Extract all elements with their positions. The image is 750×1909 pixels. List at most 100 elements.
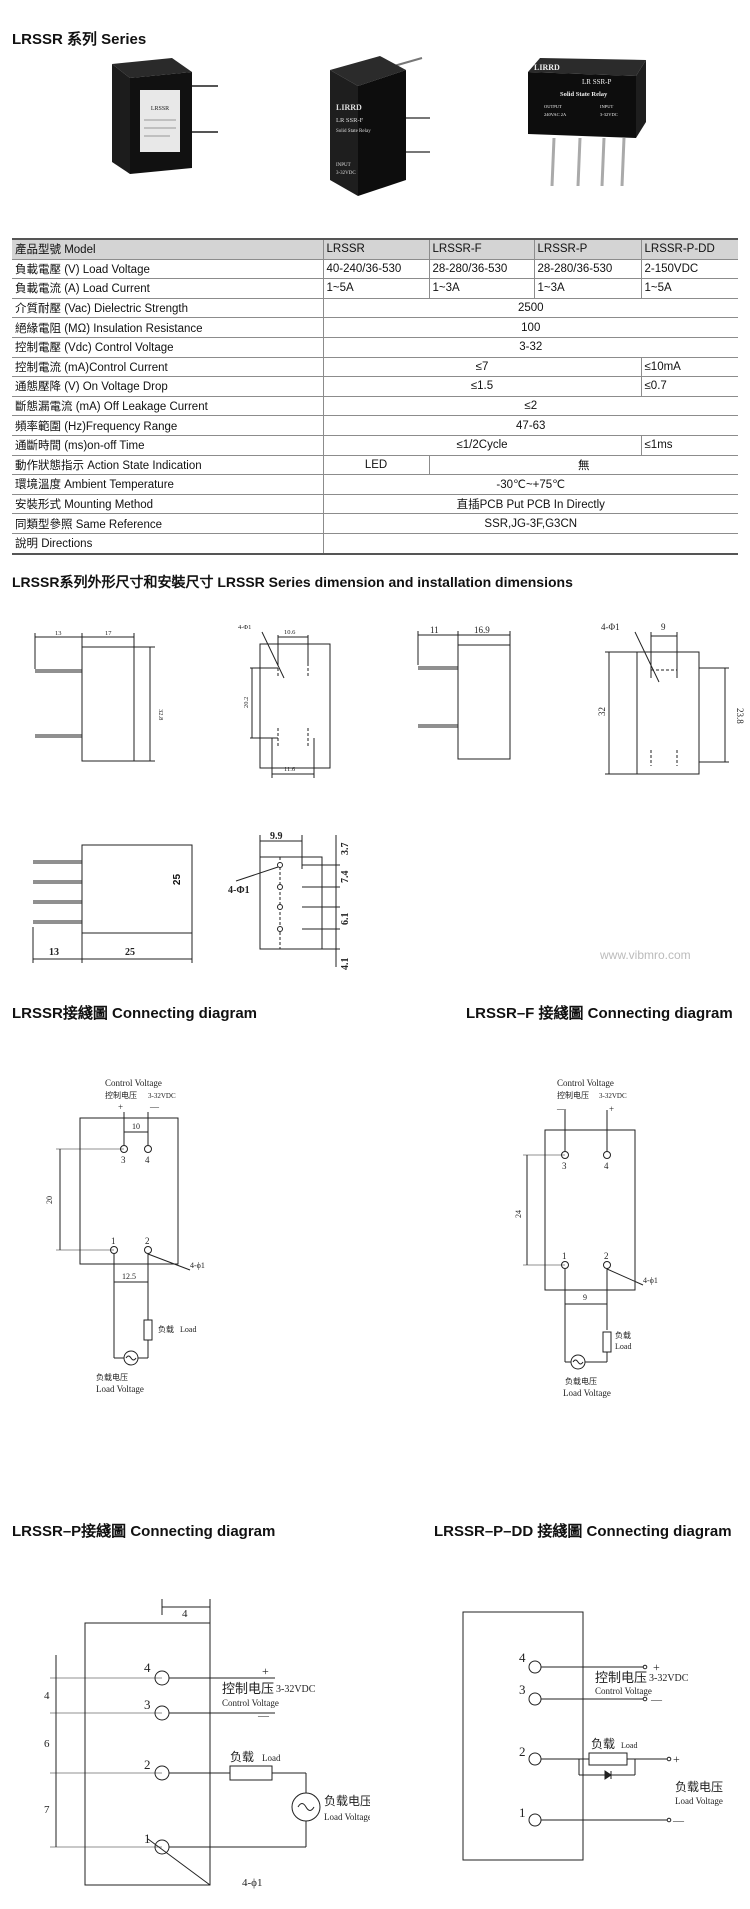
plus-sign: +: [673, 1752, 680, 1766]
header-cell: 產品型號 Model: [12, 237, 323, 260]
pin-number: 2: [604, 1251, 609, 1261]
load-voltage-label: Load Voltage: [675, 1796, 723, 1806]
dim-label: 10.6: [284, 629, 296, 636]
load-voltage-cn: 负载电压: [324, 1794, 370, 1808]
pin-number: 3: [144, 1697, 151, 1712]
dim-drawing-lrssr-f-side: 11 16.9: [417, 625, 511, 760]
dim-label: 16.9: [474, 625, 490, 635]
row-label: 通斷時間 (ms)on-off Time: [12, 435, 323, 456]
table-row: 動作狀態指示 Action State Indication LED 無: [12, 455, 738, 476]
control-voltage-cn: 控制电压: [557, 1090, 589, 1100]
hole-label: 4-ϕ1: [643, 1276, 658, 1285]
dim-label: 32: [597, 707, 607, 716]
dim-label: 23.8: [735, 708, 745, 724]
table-cell: 40-240/36-530: [322, 259, 429, 280]
load-label: Load: [621, 1741, 637, 1750]
pin-number: 4: [604, 1161, 609, 1171]
table-row: 說明 Directions: [12, 533, 738, 555]
table-cell: ≤1ms: [640, 435, 738, 456]
control-voltage-value: 3-32VDC: [148, 1092, 176, 1100]
minus-sign: —: [149, 1102, 160, 1112]
table-row: 斷態漏電流 (mA) Off Leakage Current ≤2: [12, 396, 738, 417]
pin-number: 4: [144, 1660, 151, 1675]
pin-number: 1: [562, 1251, 567, 1261]
row-label: 負載電壓 (V) Load Voltage: [12, 259, 323, 280]
pin-number: 2: [145, 1236, 150, 1246]
control-voltage-cn: 控制电压: [595, 1670, 647, 1685]
pin-number: 4: [519, 1650, 526, 1665]
row-label: 斷態漏電流 (mA) Off Leakage Current: [12, 396, 323, 417]
pin-number: 2: [144, 1757, 151, 1772]
hole-label: 4-ϕ1: [190, 1261, 205, 1270]
table-row: 控制電壓 (Vdc) Control Voltage 3-32: [12, 337, 738, 358]
control-voltage-label: Control Voltage: [105, 1078, 162, 1088]
table-row: 負載電流 (A) Load Current 1~5A 1~3A 1~3A 1~5…: [12, 278, 738, 299]
control-voltage-cn: 控制电压: [222, 1681, 274, 1696]
table-cell: 100: [322, 317, 738, 338]
table-row: 安裝形式 Mounting Method 直插PCB Put PCB In Di…: [12, 494, 738, 515]
dim-label: 17: [105, 630, 112, 637]
dim-label: 20: [45, 1196, 54, 1204]
dim-drawing-lrssr-bottom: 4-Φ1 10.6 20.2 11.6: [238, 624, 331, 778]
photo-label: LRSSR: [151, 106, 169, 112]
load-voltage-label: Load Voltage: [324, 1812, 370, 1822]
table-row: 控制電流 (mA)Control Current ≤7 ≤10mA: [12, 357, 738, 378]
table-cell: 2-150VDC: [640, 259, 738, 280]
table-cell: 28-280/36-530: [533, 259, 641, 280]
dim-drawing-lrssr-p-bottom: 9.9 3.7 4-Φ1 7.4 6.1 4.1: [228, 831, 351, 971]
photo-model: LR SSR-P: [582, 78, 611, 86]
table-cell: 無: [428, 455, 738, 476]
plus-sign: +: [609, 1104, 614, 1114]
photo-output: OUTPUT: [544, 104, 562, 109]
row-label: 負載電流 (A) Load Current: [12, 278, 323, 299]
dim-drawing-lrssr-p-side: 13 25: [32, 844, 193, 963]
load-label: Load: [180, 1325, 196, 1334]
diagram-title-lrssr-f: LRSSR–F 接綫圖 Connecting diagram: [466, 1005, 733, 1022]
header-cell: LRSSR-F: [428, 237, 534, 260]
dim-label: 25: [125, 947, 135, 958]
table-cell: 1~5A: [640, 278, 738, 299]
table-cell: SSR,JG-3F,G3CN: [322, 513, 738, 534]
watermark: www.vibmro.com: [600, 948, 691, 962]
table-row: 頻率範圍 (Hz)Frequency Range 47-63: [12, 415, 738, 436]
plus-sign: +: [653, 1660, 660, 1674]
minus-sign: —: [672, 1815, 685, 1827]
table-cell: ≤10mA: [640, 357, 738, 378]
dimension-title: LRSSR系列外形尺寸和安裝尺寸 LRSSR Series dimension …: [12, 574, 573, 590]
diagram-lrssr-f: Control Voltage 控制电压 3-32VDC — + 3 4 1 2…: [515, 1078, 658, 1398]
load-voltage-cn: 负载电压: [675, 1780, 723, 1794]
photo-model: LR SSR-F: [336, 117, 364, 124]
product-photo-lrssr: LRSSR: [112, 58, 218, 174]
load-label-cn: 负载: [615, 1330, 631, 1340]
header-cell: LRSSR-P-DD: [640, 237, 738, 260]
minus-sign: —: [650, 1694, 663, 1706]
dim-label: 11.6: [284, 766, 296, 773]
pin-number: 3: [519, 1682, 526, 1697]
row-label: 說明 Directions: [12, 533, 323, 555]
table-row: 同類型參照 Same Reference SSR,JG-3F,G3CN: [12, 513, 738, 534]
load-voltage-label: Load Voltage: [96, 1384, 144, 1394]
load-voltage-cn: 负载电压: [565, 1376, 597, 1386]
load-voltage-cn: 负载电压: [96, 1372, 128, 1382]
table-cell: 1~3A: [428, 278, 534, 299]
table-row: 負載電壓 (V) Load Voltage 40-240/36-530 28-2…: [12, 259, 738, 280]
load-label: Load: [262, 1753, 281, 1763]
dim-label: 13: [49, 947, 59, 958]
product-photo-lrssr-p: LIRRD LR SSR-P Solid State Relay OUTPUT …: [528, 58, 646, 187]
dim-label: 4.1: [340, 958, 351, 971]
table-cell: 47-63: [322, 415, 738, 436]
photo-brand: LIRRD: [534, 63, 560, 72]
pin-number: 1: [519, 1805, 526, 1820]
control-voltage-value: 3-32VDC: [276, 1684, 316, 1695]
dim-label: 4: [44, 1690, 50, 1702]
photo-input-v: 3-32VDC: [336, 171, 356, 176]
header-cell: LRSSR: [322, 237, 429, 260]
table-cell: 2500: [322, 298, 738, 319]
dim-label: 6: [44, 1738, 50, 1750]
table-header-row: 產品型號 Model LRSSR LRSSR-F LRSSR-P LRSSR-P…: [12, 237, 738, 260]
table-cell: ≤7: [322, 357, 641, 378]
dim-label: 13: [55, 630, 62, 637]
dim-label: 4: [182, 1608, 188, 1620]
table-cell: ≤1/2Cycle: [322, 435, 641, 456]
pin-number: 1: [111, 1236, 116, 1246]
